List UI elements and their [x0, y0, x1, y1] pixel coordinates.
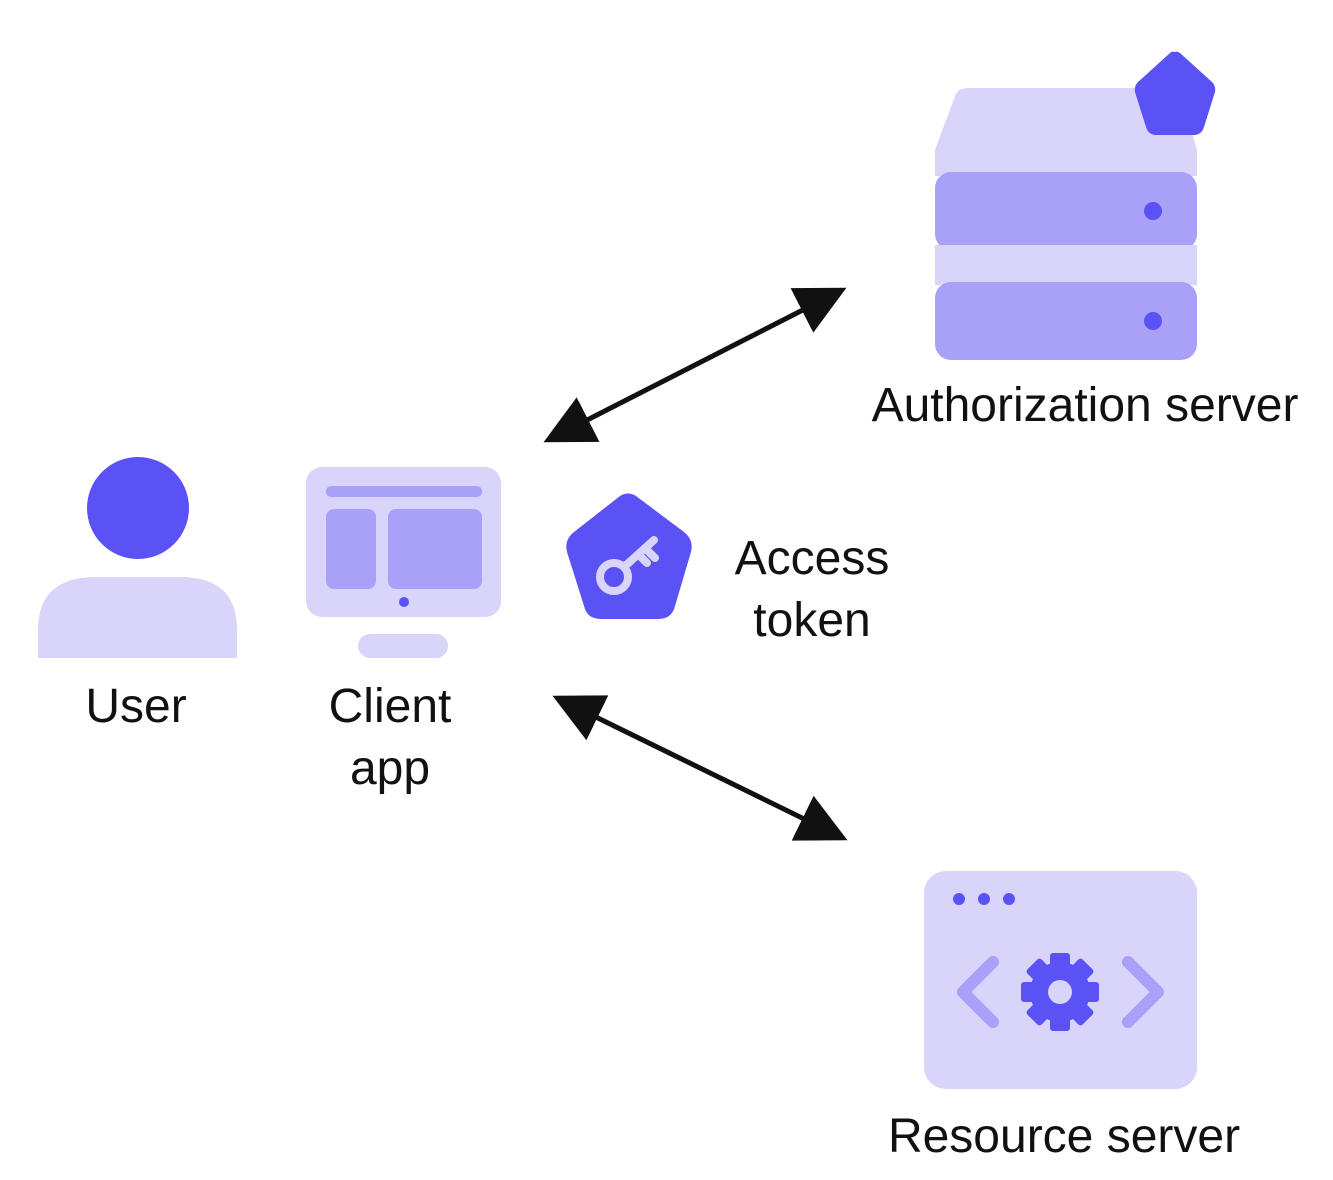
window-dot-1: [953, 893, 965, 905]
access-token-node: Access token: [566, 493, 890, 647]
chevron-right-icon: [1122, 956, 1164, 1028]
resource-server-label: Resource server: [888, 1110, 1240, 1163]
user-icon: [38, 457, 237, 658]
access-token-label-line1: Access: [735, 532, 890, 585]
gear-icon: [1021, 953, 1099, 1031]
arrow-client-authorization: [543, 287, 847, 443]
code-settings-window-icon: [924, 871, 1197, 1089]
monitor-left-panel: [326, 509, 376, 589]
resource-server-node: Resource server: [888, 871, 1240, 1163]
client-app-label-line1: Client: [329, 680, 452, 733]
server-led-lower: [1144, 312, 1162, 330]
monitor-right-panel: [388, 509, 482, 589]
monitor-top-bar: [326, 486, 482, 497]
client-app-node: Client app: [306, 467, 501, 795]
server-unit-upper: [935, 172, 1197, 250]
user-label: User: [85, 680, 186, 733]
server-unit-lower: [935, 282, 1197, 360]
user-head: [87, 457, 189, 559]
access-token-label-line2: token: [753, 594, 870, 647]
server-top-panel: [935, 88, 1197, 176]
monitor-stand: [358, 634, 448, 658]
chevron-left-icon: [957, 956, 999, 1028]
authorization-server-node: Authorization server: [872, 51, 1299, 432]
client-app-label-line2: app: [350, 742, 430, 795]
monitor-power-dot: [399, 597, 409, 607]
window-dot-2: [978, 893, 990, 905]
window-dot-3: [1003, 893, 1015, 905]
key-badge-icon: [566, 493, 692, 619]
server-separator: [935, 245, 1197, 285]
server-stack-icon: [935, 88, 1197, 360]
authorization-server-label: Authorization server: [872, 379, 1299, 432]
key-icon: [596, 536, 659, 595]
server-led-upper: [1144, 202, 1162, 220]
pentagon-badge-icon: [1134, 51, 1216, 135]
token-pentagon: [566, 493, 692, 619]
monitor-icon: [306, 467, 501, 658]
user-node: User: [38, 457, 237, 733]
user-body: [38, 577, 237, 658]
arrow-client-resource: [552, 695, 848, 841]
